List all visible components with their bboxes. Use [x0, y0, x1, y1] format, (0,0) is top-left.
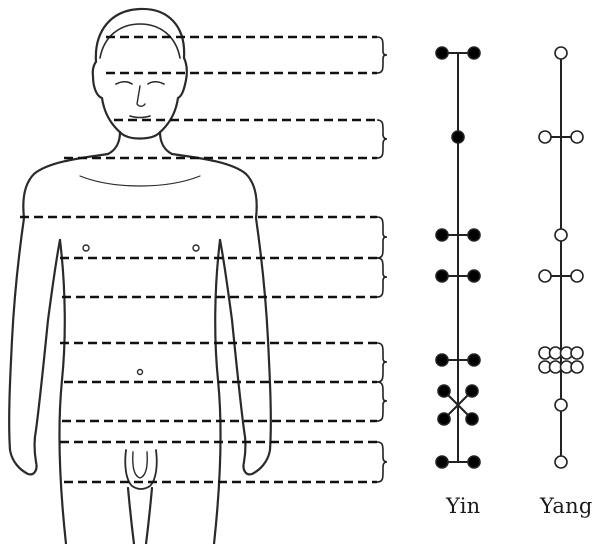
yin-column: [436, 47, 480, 468]
brace-4: [377, 258, 387, 297]
yang-marker-3-dot: [555, 229, 567, 241]
yang-marker-2-dot-left: [539, 131, 551, 143]
yin-marker-6-dot-tr: [466, 385, 478, 397]
mouth: [130, 116, 150, 118]
brace-6: [377, 382, 387, 421]
inner-leg-left: [128, 488, 134, 544]
yang-marker-1-dot: [555, 47, 567, 59]
yin-marker-5-dot-left: [436, 354, 448, 366]
yang-marker-2-dot-right: [571, 131, 583, 143]
neck-left: [108, 132, 120, 154]
brace-1: [377, 37, 387, 73]
yang-label: Yang: [540, 494, 593, 518]
hair-line: [100, 24, 180, 58]
yin-marker-1-dot-left: [436, 47, 448, 59]
right-eye: [148, 82, 164, 84]
yin-marker-2-dot: [452, 131, 464, 143]
groin-inner: [133, 452, 147, 478]
left-nipple: [83, 245, 89, 251]
yang-marker-4-dot-right: [571, 270, 583, 282]
brace-5: [377, 343, 387, 382]
waist-right: [214, 240, 221, 544]
segment-dashes: [20, 37, 377, 482]
yin-marker-6-dot-bl: [438, 413, 450, 425]
yin-marker-3-dot-left: [436, 229, 448, 241]
yang-marker-6-dot: [555, 399, 567, 411]
yang-marker-5-dot-8: [571, 361, 583, 373]
human-body-illustration: [9, 9, 271, 544]
yin-marker-4-dot-left: [436, 270, 448, 282]
nose: [137, 86, 145, 106]
yang-marker-4-dot-left: [539, 270, 551, 282]
left-eye: [116, 82, 132, 84]
yin-label: Yin: [446, 494, 480, 518]
right-nipple: [193, 245, 199, 251]
collarbone: [80, 176, 200, 186]
waist-left: [59, 240, 66, 544]
yin-marker-7-dot-right: [468, 456, 480, 468]
yang-column: [539, 47, 583, 468]
brace-3: [377, 217, 387, 258]
yin-marker-6-dot-br: [466, 413, 478, 425]
navel: [138, 370, 143, 375]
yin-marker-1-dot-right: [468, 47, 480, 59]
segment-braces: [377, 37, 387, 482]
inner-leg-right: [146, 488, 152, 544]
yin-marker-6-dot-tl: [438, 385, 450, 397]
yin-marker-3-dot-right: [468, 229, 480, 241]
yin-marker-7-dot-left: [436, 456, 448, 468]
yin-marker-5-dot-right: [468, 354, 480, 366]
yin-marker-4-dot-right: [468, 270, 480, 282]
neck-right: [160, 132, 172, 154]
yang-marker-5-dot-4: [571, 347, 583, 359]
yang-marker-7-dot: [555, 456, 567, 468]
left-arm: [9, 218, 60, 474]
right-arm: [220, 218, 271, 474]
brace-2: [377, 120, 387, 158]
brace-7: [377, 442, 387, 482]
